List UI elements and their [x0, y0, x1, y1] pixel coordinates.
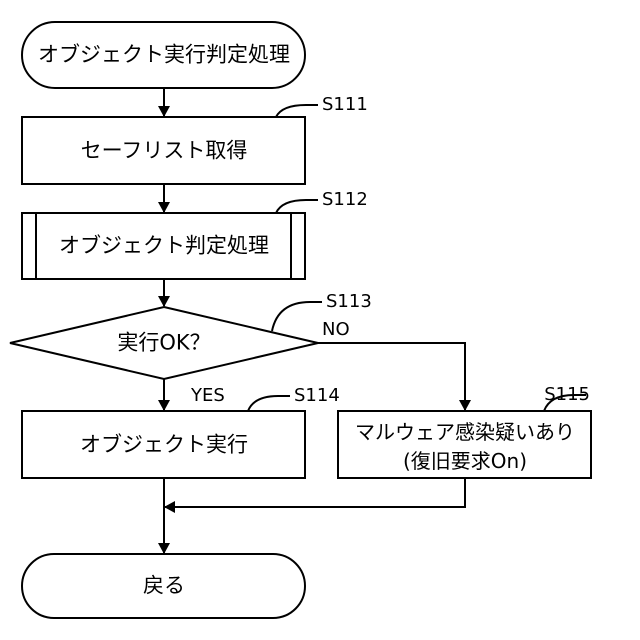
step-s114-leader: [248, 396, 290, 411]
branch-no-label: NO: [322, 321, 350, 339]
step-s113-leader: [272, 302, 322, 331]
arrow-s115-to-merge: [165, 478, 465, 507]
step-s112-leader: [276, 200, 318, 213]
step-s113-id: S113: [326, 293, 372, 311]
arrow-s113-no-to-s115: [318, 343, 465, 410]
step-s112-label: オブジェクト判定処理: [59, 236, 269, 257]
start-label: オブジェクト実行判定処理: [38, 45, 290, 66]
step-s114-id: S114: [294, 387, 340, 405]
branch-yes-label: YES: [191, 387, 225, 405]
step-s111-id: S111: [322, 96, 368, 114]
end-label: 戻る: [143, 576, 185, 597]
step-s111-label: セーフリスト取得: [81, 141, 248, 162]
step-s114-label: オブジェクト実行: [80, 435, 248, 456]
step-s115-label-line2: (復旧要求On): [403, 451, 527, 471]
step-s111-leader: [276, 105, 318, 117]
step-s112-id: S112: [322, 191, 368, 209]
step-s113-label: 実行OK？: [117, 333, 210, 354]
step-s115-label-line1: マルウェア感染疑いあり: [355, 422, 575, 442]
step-s115-id: S115: [544, 386, 590, 404]
